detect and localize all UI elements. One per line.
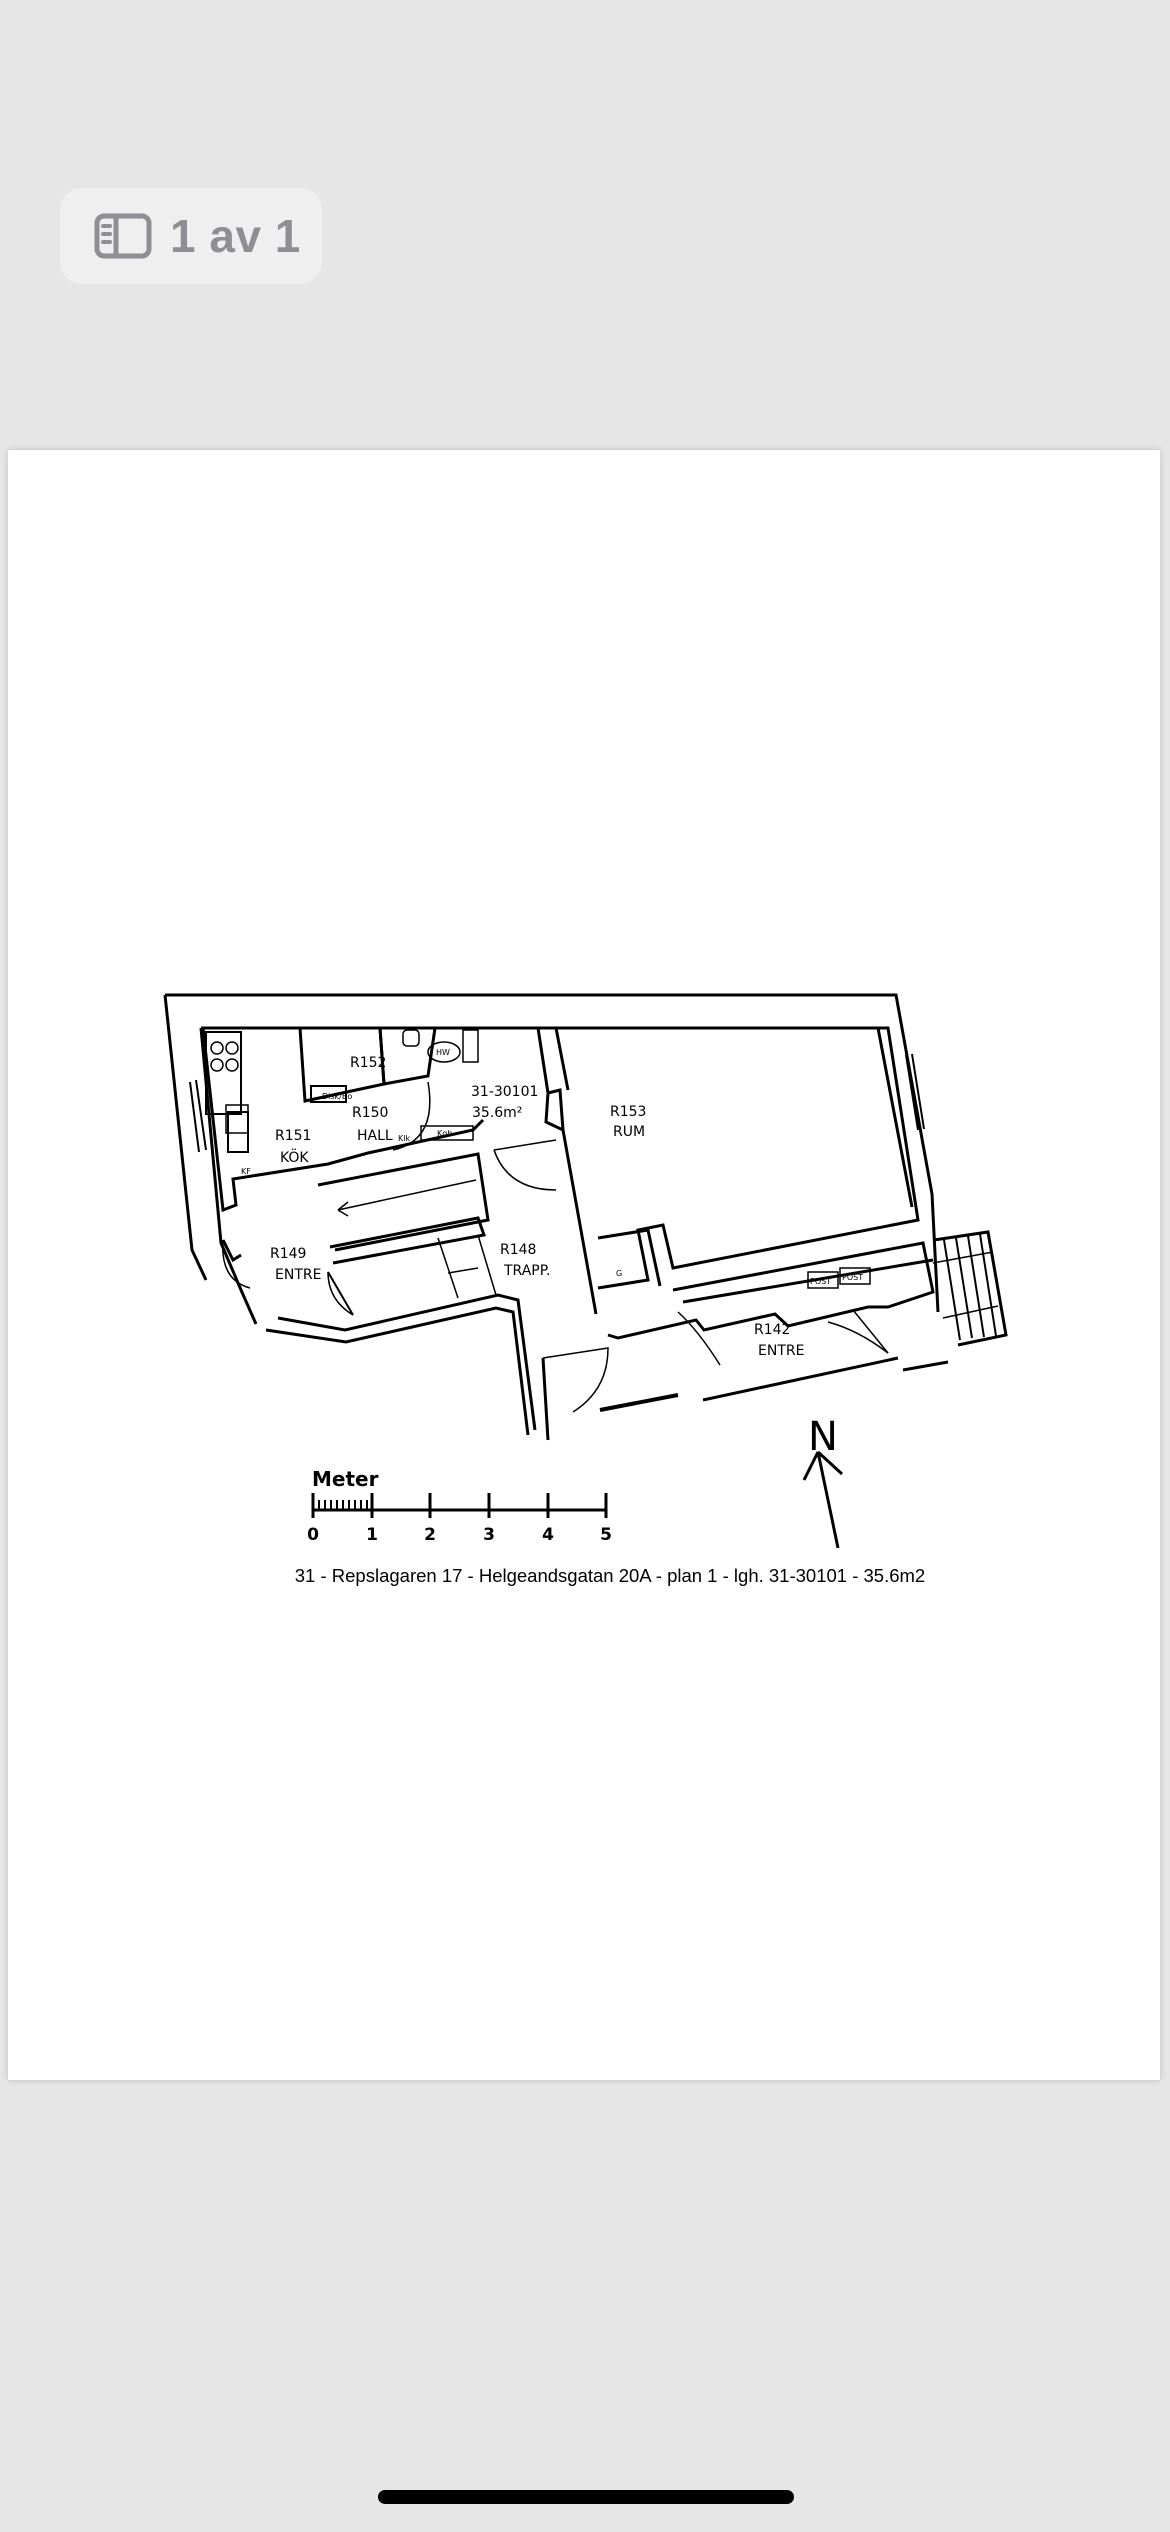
scale-tick-2: 2 [424,1525,436,1545]
apartment-id: 31-30101 [471,1084,538,1100]
document-page[interactable]: R152 R150 HALL R151 KÖK 31-30101 35.6m² … [8,450,1160,2080]
fixture-disk: Disk/Bo [322,1092,352,1101]
floor-plan-walls [163,993,1008,1441]
room-label-r152: R152 [350,1055,386,1071]
north-label: N [808,1414,838,1460]
room-label-r151: R151 [275,1128,311,1144]
fixture-kgh: Kgh [437,1129,452,1138]
room-label-r148: R148 [500,1242,536,1258]
scale-tick-1: 1 [366,1525,378,1545]
sidebar-icon [94,213,152,259]
floor-plan-drawing: R152 R150 HALL R151 KÖK 31-30101 35.6m² … [163,993,1008,1586]
fixture-post-1: POST [810,1277,831,1286]
scale-tick-5: 5 [600,1525,612,1545]
room-label-r142: R142 [754,1322,790,1338]
page-indicator-button[interactable]: 1 av 1 [60,188,322,284]
fixture-kf: KF [241,1167,251,1176]
plan-caption: 31 - Repslagaren 17 - Helgeandsgatan 20A… [295,1565,925,1586]
fixture-post-2: POST [842,1273,863,1282]
fixture-klk: Klk [398,1134,410,1143]
apartment-area: 35.6m² [472,1105,522,1121]
scale-tick-4: 4 [542,1525,554,1545]
home-indicator[interactable] [378,2490,794,2504]
room-name-hall: HALL [357,1128,393,1144]
room-name-trapp: TRAPP. [503,1263,550,1279]
room-label-r153: R153 [610,1104,646,1120]
room-name-entre-r149: ENTRE [275,1267,321,1283]
scale-bar: Meter 0 1 2 3 [307,1467,612,1545]
room-name-entre-r142: ENTRE [758,1343,804,1359]
room-label-r150: R150 [352,1105,388,1121]
fixture-hw: HW [436,1048,450,1057]
fixture-labels: Disk/Bo HW KF Klk Kgh G POST POST [241,1048,863,1286]
scale-tick-3: 3 [483,1525,495,1545]
fixture-g: G [616,1269,622,1278]
room-name-rum: RUM [613,1124,645,1140]
page-indicator-label: 1 av 1 [170,210,301,262]
room-label-r149: R149 [270,1246,306,1262]
scale-label: Meter [312,1467,379,1491]
room-name-kok: KÖK [280,1148,309,1166]
north-arrow: N [802,1414,844,1549]
scale-tick-0: 0 [307,1525,319,1545]
room-labels: R152 R150 HALL R151 KÖK 31-30101 35.6m² … [270,1055,804,1359]
